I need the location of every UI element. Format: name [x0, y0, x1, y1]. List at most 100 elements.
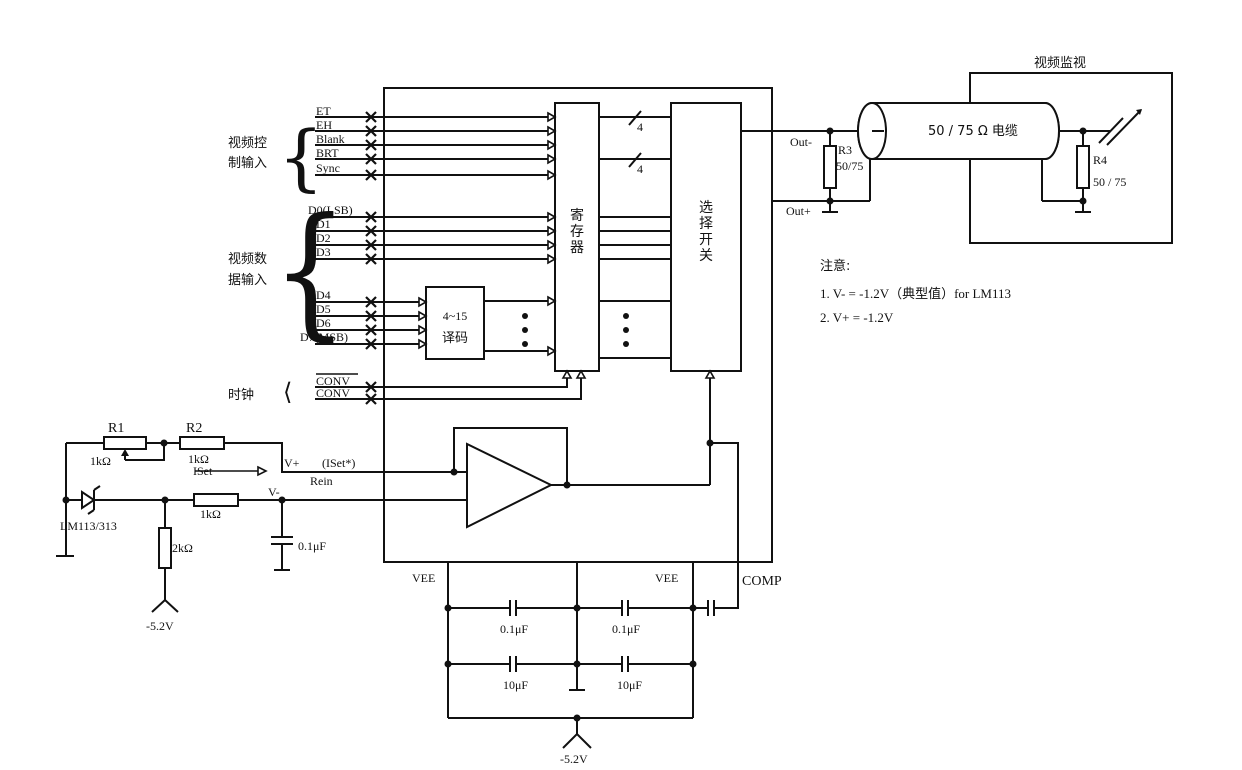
signal-d3: D3 — [316, 245, 331, 259]
signal-eh: EH — [316, 118, 332, 132]
selector-label-1: 选 — [699, 200, 713, 216]
amplifier-symbol — [466, 442, 554, 529]
pin-x-mark — [365, 125, 377, 137]
resistor-r2 — [179, 436, 225, 450]
video-data-label-1: 视频数 — [228, 252, 267, 267]
r3-label: R3 — [838, 143, 852, 157]
notes-line-2: 2. V+ = -1.2V — [820, 310, 894, 325]
signal-d0: D0(LSB) — [308, 203, 353, 217]
video-control-label-1: 视频控 — [228, 136, 267, 151]
r3-value: 50/75 — [836, 159, 863, 173]
signal-blank: Blank — [316, 132, 345, 146]
pin-x-mark — [365, 393, 377, 405]
vee-left-label: VEE — [412, 571, 435, 585]
bus-width-2: 4 — [637, 162, 643, 176]
decoder-block — [425, 286, 485, 360]
bus-width-slashes — [628, 110, 642, 168]
signal-sync: Sync — [316, 161, 340, 175]
register-label-1: 寄 — [570, 207, 584, 224]
register-label-2: 存 — [570, 224, 584, 240]
vminus-label: V- — [268, 485, 280, 499]
pin-x-mark — [365, 310, 377, 322]
cap-top-left-value: 0.1μF — [500, 622, 528, 636]
signal-d1: D1 — [316, 217, 331, 231]
control-signal-lines — [315, 116, 555, 176]
decoder-output-lines — [484, 295, 557, 357]
resistor-r3 — [823, 145, 837, 189]
pin-x-mark — [365, 338, 377, 350]
signal-d5: D5 — [316, 302, 331, 316]
r2-label: R2 — [186, 421, 202, 436]
cap-bot-right-value: 10μF — [617, 678, 642, 692]
video-monitor-label: 视频监视 — [1034, 56, 1086, 71]
resistor-series — [193, 493, 239, 507]
pulldown-resistor-value: 2kΩ — [172, 541, 193, 555]
pin-x-mark — [365, 324, 377, 336]
signal-conv: CONV — [316, 374, 350, 388]
clock-label: 时钟 — [228, 387, 254, 403]
pin-x-mark — [365, 381, 377, 393]
vee-right-label: VEE — [655, 571, 678, 585]
pin-x-mark — [365, 296, 377, 308]
vplus-label: V+ — [284, 456, 300, 470]
ref-supply-label: -5.2V — [146, 619, 174, 633]
selector-label-3: 开 — [699, 232, 713, 248]
data-brace-icon: { — [272, 188, 348, 355]
signal-d2: D2 — [316, 231, 331, 245]
selector-switch-block — [670, 102, 742, 372]
iset-star-label: (ISet*) — [322, 456, 355, 470]
signal-d4: D4 — [316, 288, 331, 302]
signal-conv-bar: CONV — [316, 386, 350, 400]
series-resistor-value: 1kΩ — [200, 507, 221, 521]
r4-label: R4 — [1093, 153, 1107, 167]
pin-x-mark — [365, 239, 377, 251]
output-wiring — [741, 127, 871, 213]
power-supply-label: -5.2V — [560, 752, 588, 766]
pin-x-marks — [365, 111, 377, 405]
selector-label-4: 关 — [699, 248, 713, 264]
notes-line-1: 1. V- = -1.2V（典型值）for LM113 — [820, 286, 1011, 301]
pin-x-mark — [365, 139, 377, 151]
ellipsis-dots-register — [623, 313, 629, 347]
r1-value: 1kΩ — [90, 454, 111, 468]
pin-x-mark — [365, 225, 377, 237]
zener-diode — [81, 485, 101, 515]
pin-x-mark — [365, 153, 377, 165]
resistor-r4 — [1076, 145, 1090, 189]
selector-label-2: 择 — [699, 216, 713, 232]
signal-d7: D7(MSB) — [300, 330, 348, 344]
pin-x-mark — [365, 253, 377, 265]
r2-value: 1kΩ — [188, 452, 209, 466]
out-minus-label: Out- — [790, 135, 812, 149]
cap-bot-left-value: 10μF — [503, 678, 528, 692]
pin-x-mark — [365, 111, 377, 123]
cap-top-right-value: 0.1μF — [612, 622, 640, 636]
monitor-wiring — [857, 102, 1142, 213]
r4-value: 50 / 75 — [1093, 175, 1126, 189]
data-signal-lines-upper — [315, 216, 555, 260]
bus-width-1: 4 — [637, 120, 643, 134]
decoder-label-decode: 译码 — [442, 331, 468, 346]
register-label-3: 器 — [570, 240, 584, 256]
register-block — [554, 102, 600, 372]
notes-title: 注意: — [820, 258, 850, 274]
cap-value: 0.1μF — [298, 539, 326, 553]
iset-label: ISet — [193, 464, 213, 478]
out-plus-label: Out+ — [786, 204, 811, 218]
zener-label: LM113/313 — [60, 519, 117, 533]
cable-label-top: 50 / 75 Ω 电缆 — [928, 123, 1018, 139]
decoder-input-arrows — [418, 296, 428, 350]
resistor-2k — [158, 527, 172, 569]
reference-circuit-wiring — [56, 436, 384, 613]
video-control-label-2: 制输入 — [228, 155, 267, 171]
power-decoupling-wiring — [444, 562, 739, 749]
pin-x-mark — [365, 211, 377, 223]
signal-et: ET — [316, 104, 331, 118]
control-input-arrows — [547, 111, 557, 181]
ellipsis-dots-decoder — [522, 313, 528, 347]
decoder-label-range: 4~15 — [443, 309, 468, 323]
clock-bracket-icon: ⟨ — [283, 378, 292, 406]
video-data-label-2: 据输入 — [228, 272, 267, 288]
data-input-arrows-upper — [547, 211, 557, 265]
